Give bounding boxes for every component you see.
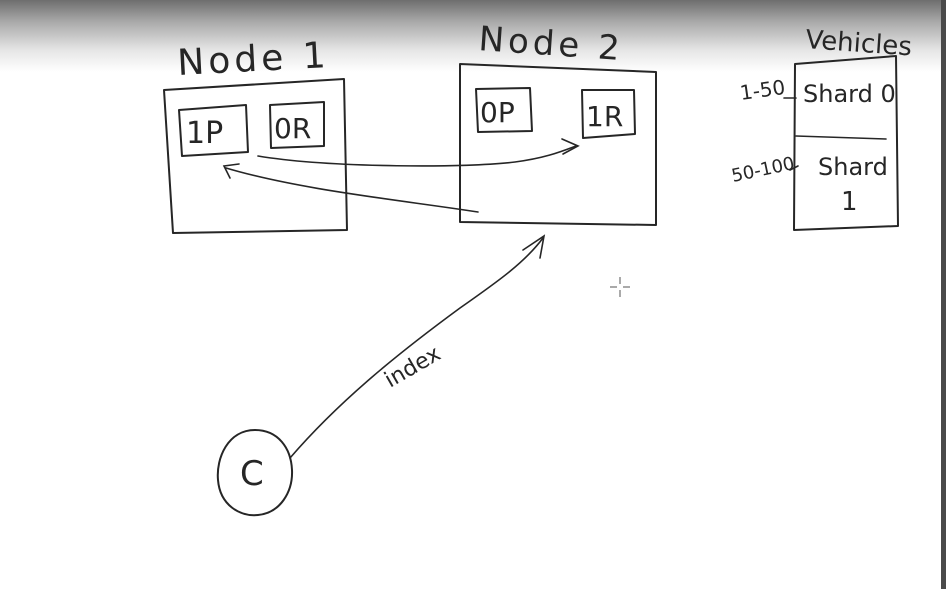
replication-arrow-to-1p bbox=[225, 167, 479, 213]
shard-1-label-line1: Shard bbox=[818, 153, 888, 181]
index-request-arrow bbox=[289, 237, 544, 459]
shard-1r-label: 1R bbox=[586, 100, 623, 133]
window-right-edge bbox=[941, 0, 946, 589]
shard-1p-box bbox=[178, 104, 249, 157]
shard-0p-box bbox=[475, 87, 533, 133]
node-1-box bbox=[163, 78, 348, 234]
node-2-box bbox=[459, 63, 657, 226]
shard-1p-label: 1P bbox=[186, 116, 223, 151]
shard-0r-box bbox=[269, 101, 325, 149]
replication-arrow-to-1r bbox=[257, 145, 577, 167]
shard-1-range: 50-100 bbox=[730, 153, 797, 187]
request-label: index bbox=[381, 341, 446, 393]
shard-0-label: Shard 0 bbox=[803, 80, 896, 108]
shard-0p-label: 0P bbox=[480, 96, 515, 129]
shard-divider bbox=[795, 135, 887, 140]
client-circle bbox=[216, 429, 294, 517]
shard-1-label-line2: 1 bbox=[841, 187, 858, 217]
node-1-label: Node 1 bbox=[176, 35, 330, 84]
client-label: C bbox=[240, 454, 264, 494]
replication-arrowhead-1p bbox=[222, 163, 240, 179]
index-box bbox=[793, 55, 899, 231]
shard-1r-box bbox=[581, 89, 636, 139]
crosshair-cursor-icon bbox=[610, 277, 630, 297]
shard-0-range: 1-50 bbox=[738, 75, 786, 105]
node-2-label: Node 2 bbox=[477, 19, 625, 69]
replication-arrowhead-1r bbox=[561, 138, 580, 155]
window-top-shadow bbox=[0, 0, 946, 72]
shard-0r-label: 0R bbox=[274, 112, 311, 145]
index-request-arrowhead bbox=[522, 234, 546, 259]
shard-1-range-tick bbox=[789, 165, 799, 171]
